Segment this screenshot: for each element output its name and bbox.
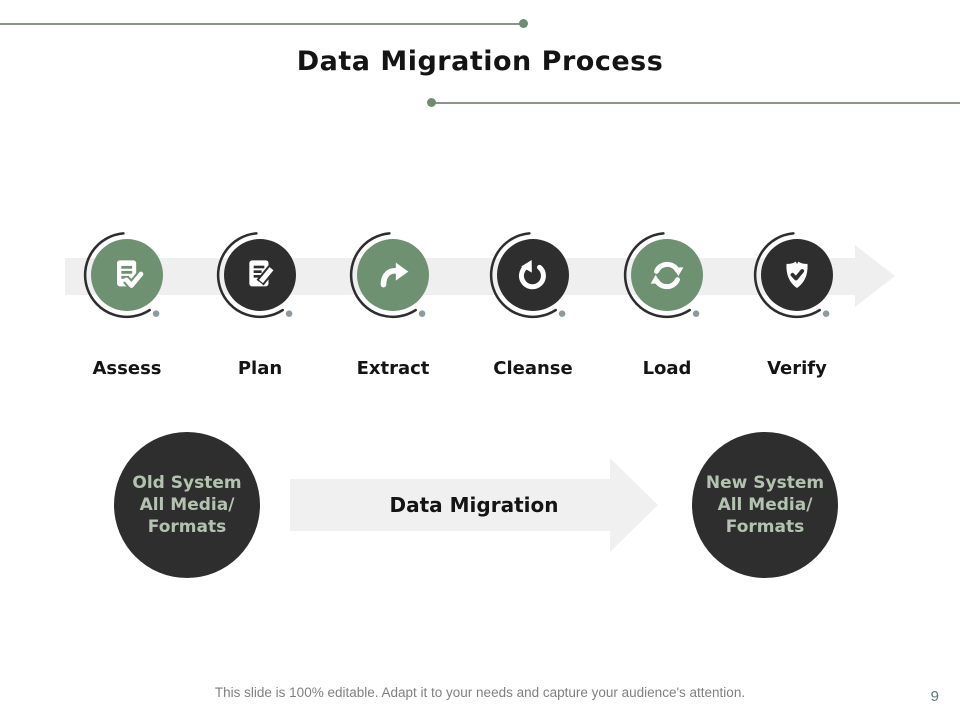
- process-flow-band: [65, 258, 855, 295]
- process-step-plan: Plan: [205, 225, 315, 405]
- step-arc: [216, 232, 293, 319]
- step-arc: [623, 232, 700, 319]
- footer-note: This slide is 100% editable. Adapt it to…: [214, 685, 746, 700]
- document-check-icon: [117, 260, 145, 293]
- header-line-dot: [519, 19, 528, 28]
- step-circle: [91, 239, 163, 311]
- migration-arrow-label: Data Migration: [389, 493, 559, 517]
- shield-check-icon: [786, 259, 808, 288]
- step-circle: [224, 239, 296, 311]
- step-label: Extract: [356, 358, 430, 379]
- migration-arrow-body: [290, 479, 610, 531]
- old-system-line: All Media/: [139, 495, 235, 515]
- process-step-verify: Verify: [742, 225, 852, 405]
- step-label: Plan: [237, 358, 283, 379]
- undo-arrow-icon: [518, 260, 546, 290]
- process-step-assess: Assess: [72, 225, 182, 405]
- document-edit-icon: [249, 260, 276, 287]
- subheader-line-right: [433, 102, 960, 104]
- step-arc: [489, 232, 566, 319]
- page-title: Data Migration Process: [296, 46, 664, 77]
- migration-arrowhead-icon: [610, 458, 658, 552]
- process-step-extract: Extract: [338, 225, 448, 405]
- step-label: Load: [642, 358, 692, 379]
- new-system-line: All Media/: [717, 495, 813, 515]
- step-arc: [83, 232, 160, 319]
- header-line-left: [0, 23, 520, 25]
- new-system-line: Formats: [725, 517, 805, 537]
- step-label: Assess: [92, 358, 162, 379]
- page-number: 9: [930, 688, 939, 705]
- new-system-circle: New System All Media/ Formats: [692, 432, 838, 578]
- old-system-circle: Old System All Media/ Formats: [114, 432, 260, 578]
- process-step-load: Load: [612, 225, 722, 405]
- sync-arrows-icon: [650, 261, 684, 290]
- step-arc: [753, 232, 830, 319]
- step-label: Cleanse: [493, 358, 573, 379]
- old-system-line: Old System: [132, 473, 242, 493]
- step-circle: [631, 239, 703, 311]
- process-step-cleanse: Cleanse: [478, 225, 588, 405]
- step-arc: [349, 232, 426, 319]
- step-circle: [497, 239, 569, 311]
- curved-arrow-icon: [380, 262, 409, 288]
- step-circle: [761, 239, 833, 311]
- subheader-line-dot: [427, 98, 436, 107]
- old-system-line: Formats: [147, 517, 227, 537]
- step-label: Verify: [767, 358, 827, 379]
- new-system-line: New System: [705, 473, 825, 493]
- step-circle: [357, 239, 429, 311]
- process-flow-arrowhead-icon: [855, 245, 895, 307]
